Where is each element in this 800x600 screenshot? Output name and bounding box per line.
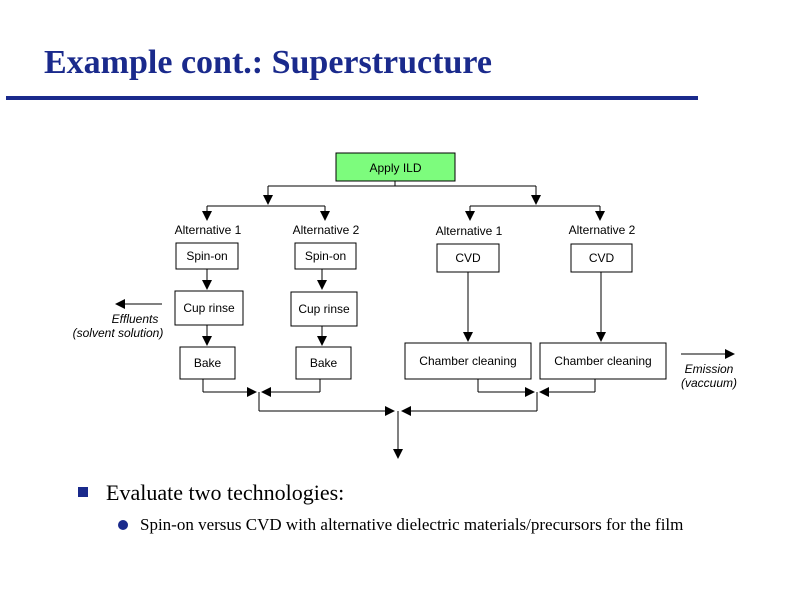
connector-lines: [115, 181, 735, 459]
bullet-item: Evaluate two technologies:: [78, 478, 768, 508]
label-emission: Emission: [685, 362, 734, 376]
label-alternative-1-spin: Alternative 1: [175, 223, 242, 237]
node-cvd-2: CVD: [570, 243, 633, 273]
square-bullet-icon: [78, 487, 88, 497]
svg-text:Bake: Bake: [194, 356, 222, 370]
label-effluents: Effluents: [112, 312, 159, 326]
node-cup-rinse-2: Cup rinse: [290, 291, 358, 327]
node-spin-on-1: Spin-on: [175, 242, 239, 270]
svg-text:Spin-on: Spin-on: [305, 249, 346, 263]
bullet-text: Evaluate two technologies:: [106, 480, 345, 505]
node-chamber-cleaning-1: Chamber cleaning: [404, 342, 532, 380]
svg-text:CVD: CVD: [589, 251, 615, 265]
svg-text:Chamber cleaning: Chamber cleaning: [554, 354, 651, 368]
svg-text:Cup rinse: Cup rinse: [183, 301, 235, 315]
sub-bullet-item: Spin-on versus CVD with alternative diel…: [118, 514, 768, 536]
label-effluents-detail: (solvent solution): [73, 326, 164, 340]
label-alternative-2-spin: Alternative 2: [293, 223, 360, 237]
slide-title: Example cont.: Superstructure: [44, 44, 492, 81]
node-cvd-1: CVD: [436, 243, 500, 273]
label-emission-detail: (vaccuum): [681, 376, 737, 390]
svg-text:CVD: CVD: [455, 251, 481, 265]
label-alternative-2-cvd: Alternative 2: [569, 223, 636, 237]
node-bake-1: Bake: [179, 346, 236, 380]
svg-text:Apply ILD: Apply ILD: [369, 161, 421, 175]
node-cup-rinse-1: Cup rinse: [174, 290, 244, 326]
svg-text:Cup rinse: Cup rinse: [298, 302, 350, 316]
sub-bullet-text: Spin-on versus CVD with alternative diel…: [140, 515, 684, 534]
svg-text:Bake: Bake: [310, 356, 338, 370]
circle-bullet-icon: [118, 520, 128, 530]
node-apply-ild: Apply ILD: [335, 152, 456, 182]
label-alternative-1-cvd: Alternative 1: [436, 224, 503, 238]
node-bake-2: Bake: [295, 346, 352, 380]
svg-text:Spin-on: Spin-on: [186, 249, 227, 263]
bullet-list: Evaluate two technologies: Spin-on versu…: [78, 478, 768, 536]
node-chamber-cleaning-2: Chamber cleaning: [539, 342, 667, 380]
title-underline: [6, 96, 698, 100]
node-spin-on-2: Spin-on: [294, 242, 357, 270]
svg-text:Chamber cleaning: Chamber cleaning: [419, 354, 516, 368]
